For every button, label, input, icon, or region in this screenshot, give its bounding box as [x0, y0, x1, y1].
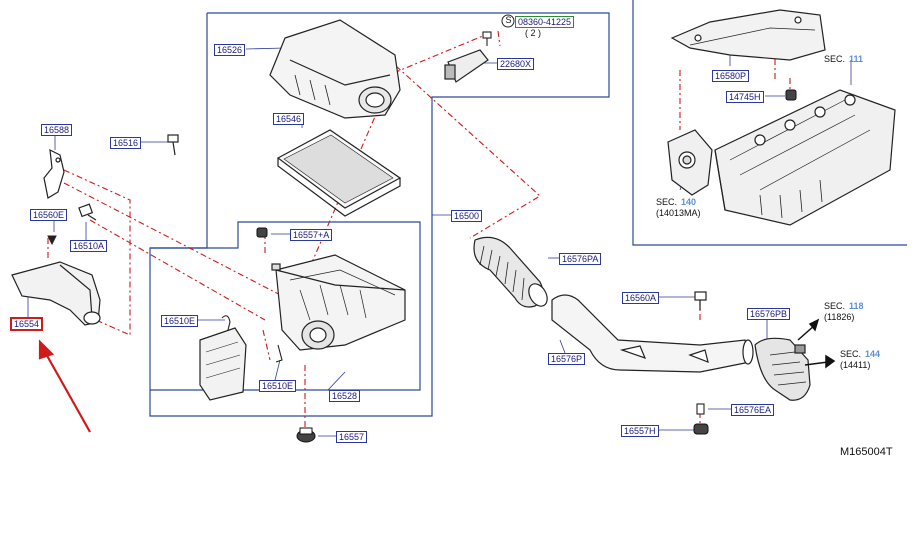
- section-prefix: SEC.: [824, 301, 846, 311]
- grommet-16557H: [693, 423, 709, 435]
- callout-14745h[interactable]: 14745H: [726, 91, 764, 103]
- callout-16580p[interactable]: 16580P: [712, 70, 750, 82]
- callout-16510e-upper[interactable]: 16510E: [161, 315, 199, 327]
- diagram-code: M165004T: [840, 446, 893, 458]
- engine-cover: [670, 9, 826, 61]
- callout-16576ea[interactable]: 16576EA: [731, 404, 775, 416]
- screw-symbol-label: S: [505, 15, 512, 25]
- section-prefix: SEC.: [840, 349, 862, 359]
- air-cleaner-case: [271, 254, 406, 351]
- callout-16528[interactable]: 16528: [329, 390, 361, 402]
- callout-16576pb[interactable]: 16576PB: [747, 308, 791, 320]
- bolt-16516: [167, 134, 179, 156]
- grommet-16557A: [256, 227, 268, 238]
- cylinder-head: [714, 89, 896, 226]
- intake-fitting: [667, 129, 713, 196]
- callout-16588[interactable]: 16588: [41, 124, 73, 136]
- turbo-inlet-hose: [754, 337, 811, 401]
- callout-08360-41225[interactable]: 08360-41225: [515, 16, 575, 28]
- air-filter-element: [276, 129, 402, 217]
- air-duct-pipe: [551, 294, 754, 373]
- bolt-16510A: [78, 203, 97, 221]
- section-arrows: [797, 318, 836, 369]
- section-sub: (11826): [824, 312, 855, 322]
- pointer-arrow: [38, 339, 91, 433]
- section-ref-111[interactable]: SEC.111: [824, 54, 863, 65]
- screw-quantity: ( 2 ): [525, 28, 542, 38]
- callout-16576p[interactable]: 16576P: [548, 353, 586, 365]
- callout-16560e[interactable]: 16560E: [30, 209, 68, 221]
- bracket: [43, 148, 65, 199]
- air-cleaner-cover: [269, 19, 401, 119]
- screw-08360: [482, 31, 492, 46]
- section-sub: (14411): [840, 360, 871, 370]
- callout-16557[interactable]: 16557: [336, 431, 368, 443]
- screw-symbol: [501, 14, 515, 28]
- callout-leaders: [27, 47, 852, 437]
- section-ref-140[interactable]: SEC.140 (14013MA): [656, 197, 701, 219]
- callout-16554-highlighted[interactable]: 16554: [10, 317, 44, 331]
- section-number: 118: [849, 301, 864, 311]
- section-prefix: SEC.: [656, 197, 678, 207]
- callout-16516[interactable]: 16516: [110, 137, 142, 149]
- section-number: 144: [865, 349, 881, 359]
- callout-16526[interactable]: 16526: [214, 44, 246, 56]
- callout-16576pa[interactable]: 16576PA: [559, 253, 602, 265]
- clip-16560E: [47, 235, 57, 246]
- grommet-14745H: [785, 89, 797, 101]
- callout-16546[interactable]: 16546: [273, 113, 305, 125]
- clip-16510E-upper: [221, 315, 231, 331]
- section-number: 140: [681, 197, 697, 207]
- section-sub: (14013MA): [656, 208, 701, 218]
- inlet-hose: [473, 236, 548, 308]
- air-duct: [11, 261, 101, 326]
- clip-16576EA: [696, 403, 705, 415]
- callout-16510e-lower[interactable]: 16510E: [259, 380, 297, 392]
- callout-16557h[interactable]: 16557H: [621, 425, 659, 437]
- callout-16560a[interactable]: 16560A: [622, 292, 660, 304]
- callout-16557a[interactable]: 16557+A: [290, 229, 333, 241]
- section-ref-144[interactable]: SEC.144 (14411): [840, 349, 880, 371]
- dashed-leaders: [47, 30, 791, 430]
- grommet-16557: [296, 427, 316, 443]
- air-flow-sensor: [444, 49, 489, 83]
- callout-16500[interactable]: 16500: [451, 210, 483, 222]
- clip-16510E-lower: [275, 344, 283, 363]
- resonator: [199, 327, 247, 401]
- section-prefix: SEC.: [824, 54, 846, 64]
- callout-22680x[interactable]: 22680X: [497, 58, 535, 70]
- callout-16510a[interactable]: 16510A: [70, 240, 108, 252]
- section-ref-118[interactable]: SEC.118 (11826): [824, 301, 864, 323]
- section-number: 111: [849, 54, 864, 64]
- bolt-16560A: [694, 291, 707, 310]
